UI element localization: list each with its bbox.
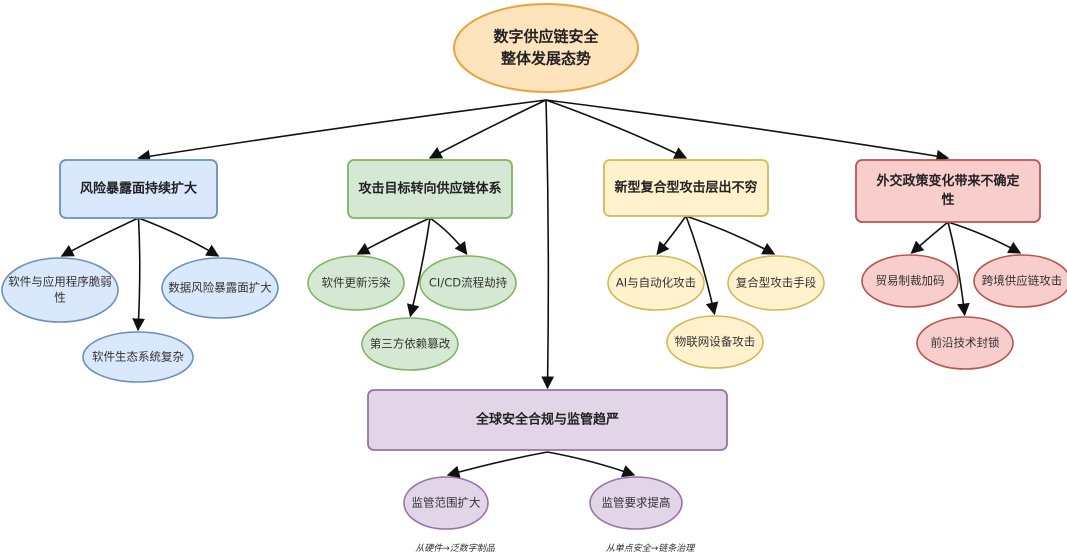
branch-label: 风险暴露面持续扩大 bbox=[80, 181, 197, 197]
leaf-node[interactable] bbox=[161, 257, 279, 319]
connector-arrow bbox=[406, 217, 431, 318]
root-node-label: 整体发展态势 bbox=[501, 50, 591, 68]
branch-label: 外交政策变化带来不确定 bbox=[875, 173, 1019, 189]
connector-arrow bbox=[947, 221, 1022, 254]
leaf-label: 第三方依赖篡改 bbox=[370, 337, 451, 351]
branch-node-green[interactable] bbox=[347, 159, 513, 219]
leaf-label: 前沿技术封锁 bbox=[931, 336, 1000, 350]
branch-label: 新型复合型攻击层出不穷 bbox=[614, 180, 757, 196]
connector-arrow bbox=[685, 215, 776, 255]
leaf-node[interactable] bbox=[861, 254, 959, 308]
leaf-label: 软件更新污染 bbox=[322, 276, 391, 290]
leaf-label: 数据风险暴露面扩大 bbox=[168, 281, 272, 295]
leaf-label: 软件生态系统复杂 bbox=[92, 350, 184, 364]
leaf-label: CI/CD流程劫持 bbox=[429, 276, 508, 290]
nodes: 数字供应链安全整体发展态势风险暴露面持续扩大软件与应用程序脆弱性数据风险暴露面扩… bbox=[1, 3, 1067, 554]
connector-arrow bbox=[910, 221, 949, 254]
connector-arrow bbox=[947, 221, 970, 317]
leaf-node[interactable] bbox=[589, 476, 683, 530]
leaf-node[interactable] bbox=[666, 315, 764, 369]
connector-arrow bbox=[138, 217, 220, 257]
branch-label: 全球安全合规与监管趋严 bbox=[475, 412, 619, 428]
connector-arrow bbox=[656, 215, 687, 256]
leaf-label: 监管要求提高 bbox=[602, 496, 671, 510]
leaf-node[interactable] bbox=[361, 317, 459, 371]
leaf-label: 监管范围扩大 bbox=[412, 496, 481, 510]
connector-arrow bbox=[132, 217, 146, 332]
connector-arrow bbox=[685, 215, 719, 316]
connector-arrow bbox=[429, 217, 468, 256]
connector-arrow bbox=[428, 99, 547, 159]
root-node[interactable] bbox=[453, 3, 639, 93]
connector-arrow bbox=[547, 451, 636, 478]
leaf-label: 跨境供应链攻击 bbox=[982, 274, 1063, 288]
connector-arrow bbox=[356, 217, 431, 255]
connector-arrow bbox=[137, 99, 547, 163]
root-node-label: 数字供应链安全 bbox=[493, 28, 599, 46]
connector-arrow bbox=[541, 99, 555, 390]
leaf-node[interactable] bbox=[82, 331, 194, 383]
branch-node-red[interactable] bbox=[855, 159, 1041, 223]
leaf-label: 复合型攻击手段 bbox=[736, 276, 817, 290]
leaf-label: 贸易制裁加码 bbox=[876, 274, 945, 288]
branch-node-blue[interactable] bbox=[59, 159, 218, 219]
branch-label: 性 bbox=[941, 192, 954, 208]
connector-arrow bbox=[446, 451, 548, 479]
leaf-caption: 从硬件→泛数字制品 bbox=[415, 543, 496, 554]
leaf-node[interactable] bbox=[607, 255, 705, 311]
leaf-caption: 从单点安全→链条治理 bbox=[606, 543, 697, 554]
leaf-node[interactable] bbox=[403, 476, 489, 530]
connector-arrow bbox=[545, 99, 950, 163]
edges bbox=[60, 99, 1022, 479]
leaf-label: 性 bbox=[54, 291, 66, 305]
leaf-node[interactable] bbox=[1, 257, 119, 323]
connector-arrow bbox=[545, 99, 688, 159]
leaf-node[interactable] bbox=[307, 255, 405, 311]
connector-arrow bbox=[60, 217, 139, 257]
leaf-label: 物联网设备攻击 bbox=[675, 335, 756, 349]
branch-node-yellow[interactable] bbox=[603, 159, 769, 217]
leaf-node[interactable] bbox=[916, 316, 1014, 370]
leaf-node[interactable] bbox=[727, 255, 825, 311]
branch-node-purple[interactable] bbox=[367, 389, 728, 451]
leaf-label: AI与自动化攻击 bbox=[616, 276, 696, 290]
leaf-label: 软件与应用程序脆弱 bbox=[8, 275, 112, 289]
branch-label: 攻击目标转向供应链体系 bbox=[358, 181, 501, 197]
leaf-node[interactable] bbox=[419, 255, 517, 311]
leaf-node[interactable] bbox=[973, 254, 1067, 308]
